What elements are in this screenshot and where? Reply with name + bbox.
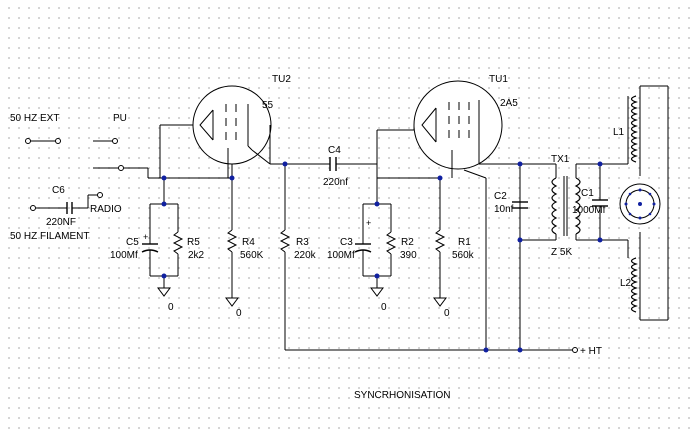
- ht-rail: [560, 347, 578, 353]
- resistor-r5: [172, 204, 184, 276]
- resistor-r1: [434, 229, 446, 298]
- label-gnd-c3: 0: [381, 302, 387, 313]
- coil-l1: [627, 85, 669, 320]
- tube-tu2: [192, 85, 272, 178]
- label-c3-plus: +: [366, 218, 371, 228]
- label-l1: L1: [613, 127, 625, 138]
- resistor-r2: [385, 204, 397, 276]
- label-ht: + HT: [580, 346, 602, 357]
- label-c4-value: 220nf: [323, 177, 348, 188]
- label-c2: C2: [494, 191, 507, 202]
- label-r5-value: 2k2: [188, 250, 205, 261]
- label-tu2: TU2: [272, 74, 291, 85]
- label-l2: L2: [620, 278, 632, 289]
- label-r3: R3: [296, 237, 309, 248]
- label-r2-value: 390: [400, 250, 417, 261]
- label-r1-value: 560k: [452, 250, 475, 261]
- label-tu1-type: 2A5: [500, 98, 518, 109]
- label-r4: R4: [242, 237, 255, 248]
- label-pu: PU: [113, 113, 127, 124]
- tube-tu1: [413, 80, 503, 178]
- label-r3-value: 220k: [294, 250, 317, 261]
- tu1-wiring: [376, 125, 521, 350]
- label-hz-ext: 50 HZ EXT: [10, 113, 59, 124]
- capacitor-c5: [141, 178, 178, 288]
- label-tu2-type: 55: [262, 100, 274, 111]
- label-z5k: Z 5K: [551, 247, 572, 258]
- label-c5: C5: [126, 237, 139, 248]
- label-c2-value: 10nf: [494, 204, 514, 215]
- junction-dots: [161, 161, 603, 353]
- label-r2: R2: [401, 237, 414, 248]
- label-hz-filament: 50 HZ FILAMENT: [10, 231, 89, 242]
- capacitor-c3: [354, 203, 391, 288]
- resistor-r3: [279, 164, 560, 351]
- label-r4-value: 560K: [240, 250, 264, 261]
- label-c5-plus: +: [143, 232, 148, 242]
- label-radio: RADIO: [90, 204, 122, 215]
- label-c3-value: 100Mf: [327, 250, 355, 261]
- label-gnd-r1: 0: [444, 308, 450, 319]
- label-r1: R1: [458, 237, 471, 248]
- label-tu1: TU1: [489, 74, 508, 85]
- label-gnd-c5: 0: [168, 302, 174, 313]
- label-c4: C4: [328, 145, 341, 156]
- label-gnd-r4: 0: [236, 308, 242, 319]
- resistor-r4: [226, 229, 238, 298]
- ground-symbols: [157, 287, 447, 307]
- label-tx1: TX1: [551, 154, 570, 165]
- label-c3: C3: [340, 237, 353, 248]
- c6-radio-input: [30, 192, 103, 214]
- capacitor-c4: [329, 157, 377, 171]
- label-c6-value: 220NF: [46, 217, 76, 228]
- pu-switch: [93, 165, 148, 171]
- coil-l2: [627, 232, 668, 321]
- transformer-tx1: [520, 163, 628, 241]
- capacitor-c1: [592, 164, 608, 240]
- input-ext-terminal: [25, 138, 118, 144]
- label-c1: C1: [581, 188, 594, 199]
- lamp-disc: [619, 183, 661, 225]
- label-c5-value: 100Mf: [110, 250, 138, 261]
- diagram-title: SYNCRHONISATION: [354, 390, 451, 401]
- capacitor-c2: [512, 164, 528, 209]
- label-r5: R5: [187, 237, 200, 248]
- label-c1-value: 1000Mf: [572, 205, 606, 216]
- label-c6: C6: [52, 185, 65, 196]
